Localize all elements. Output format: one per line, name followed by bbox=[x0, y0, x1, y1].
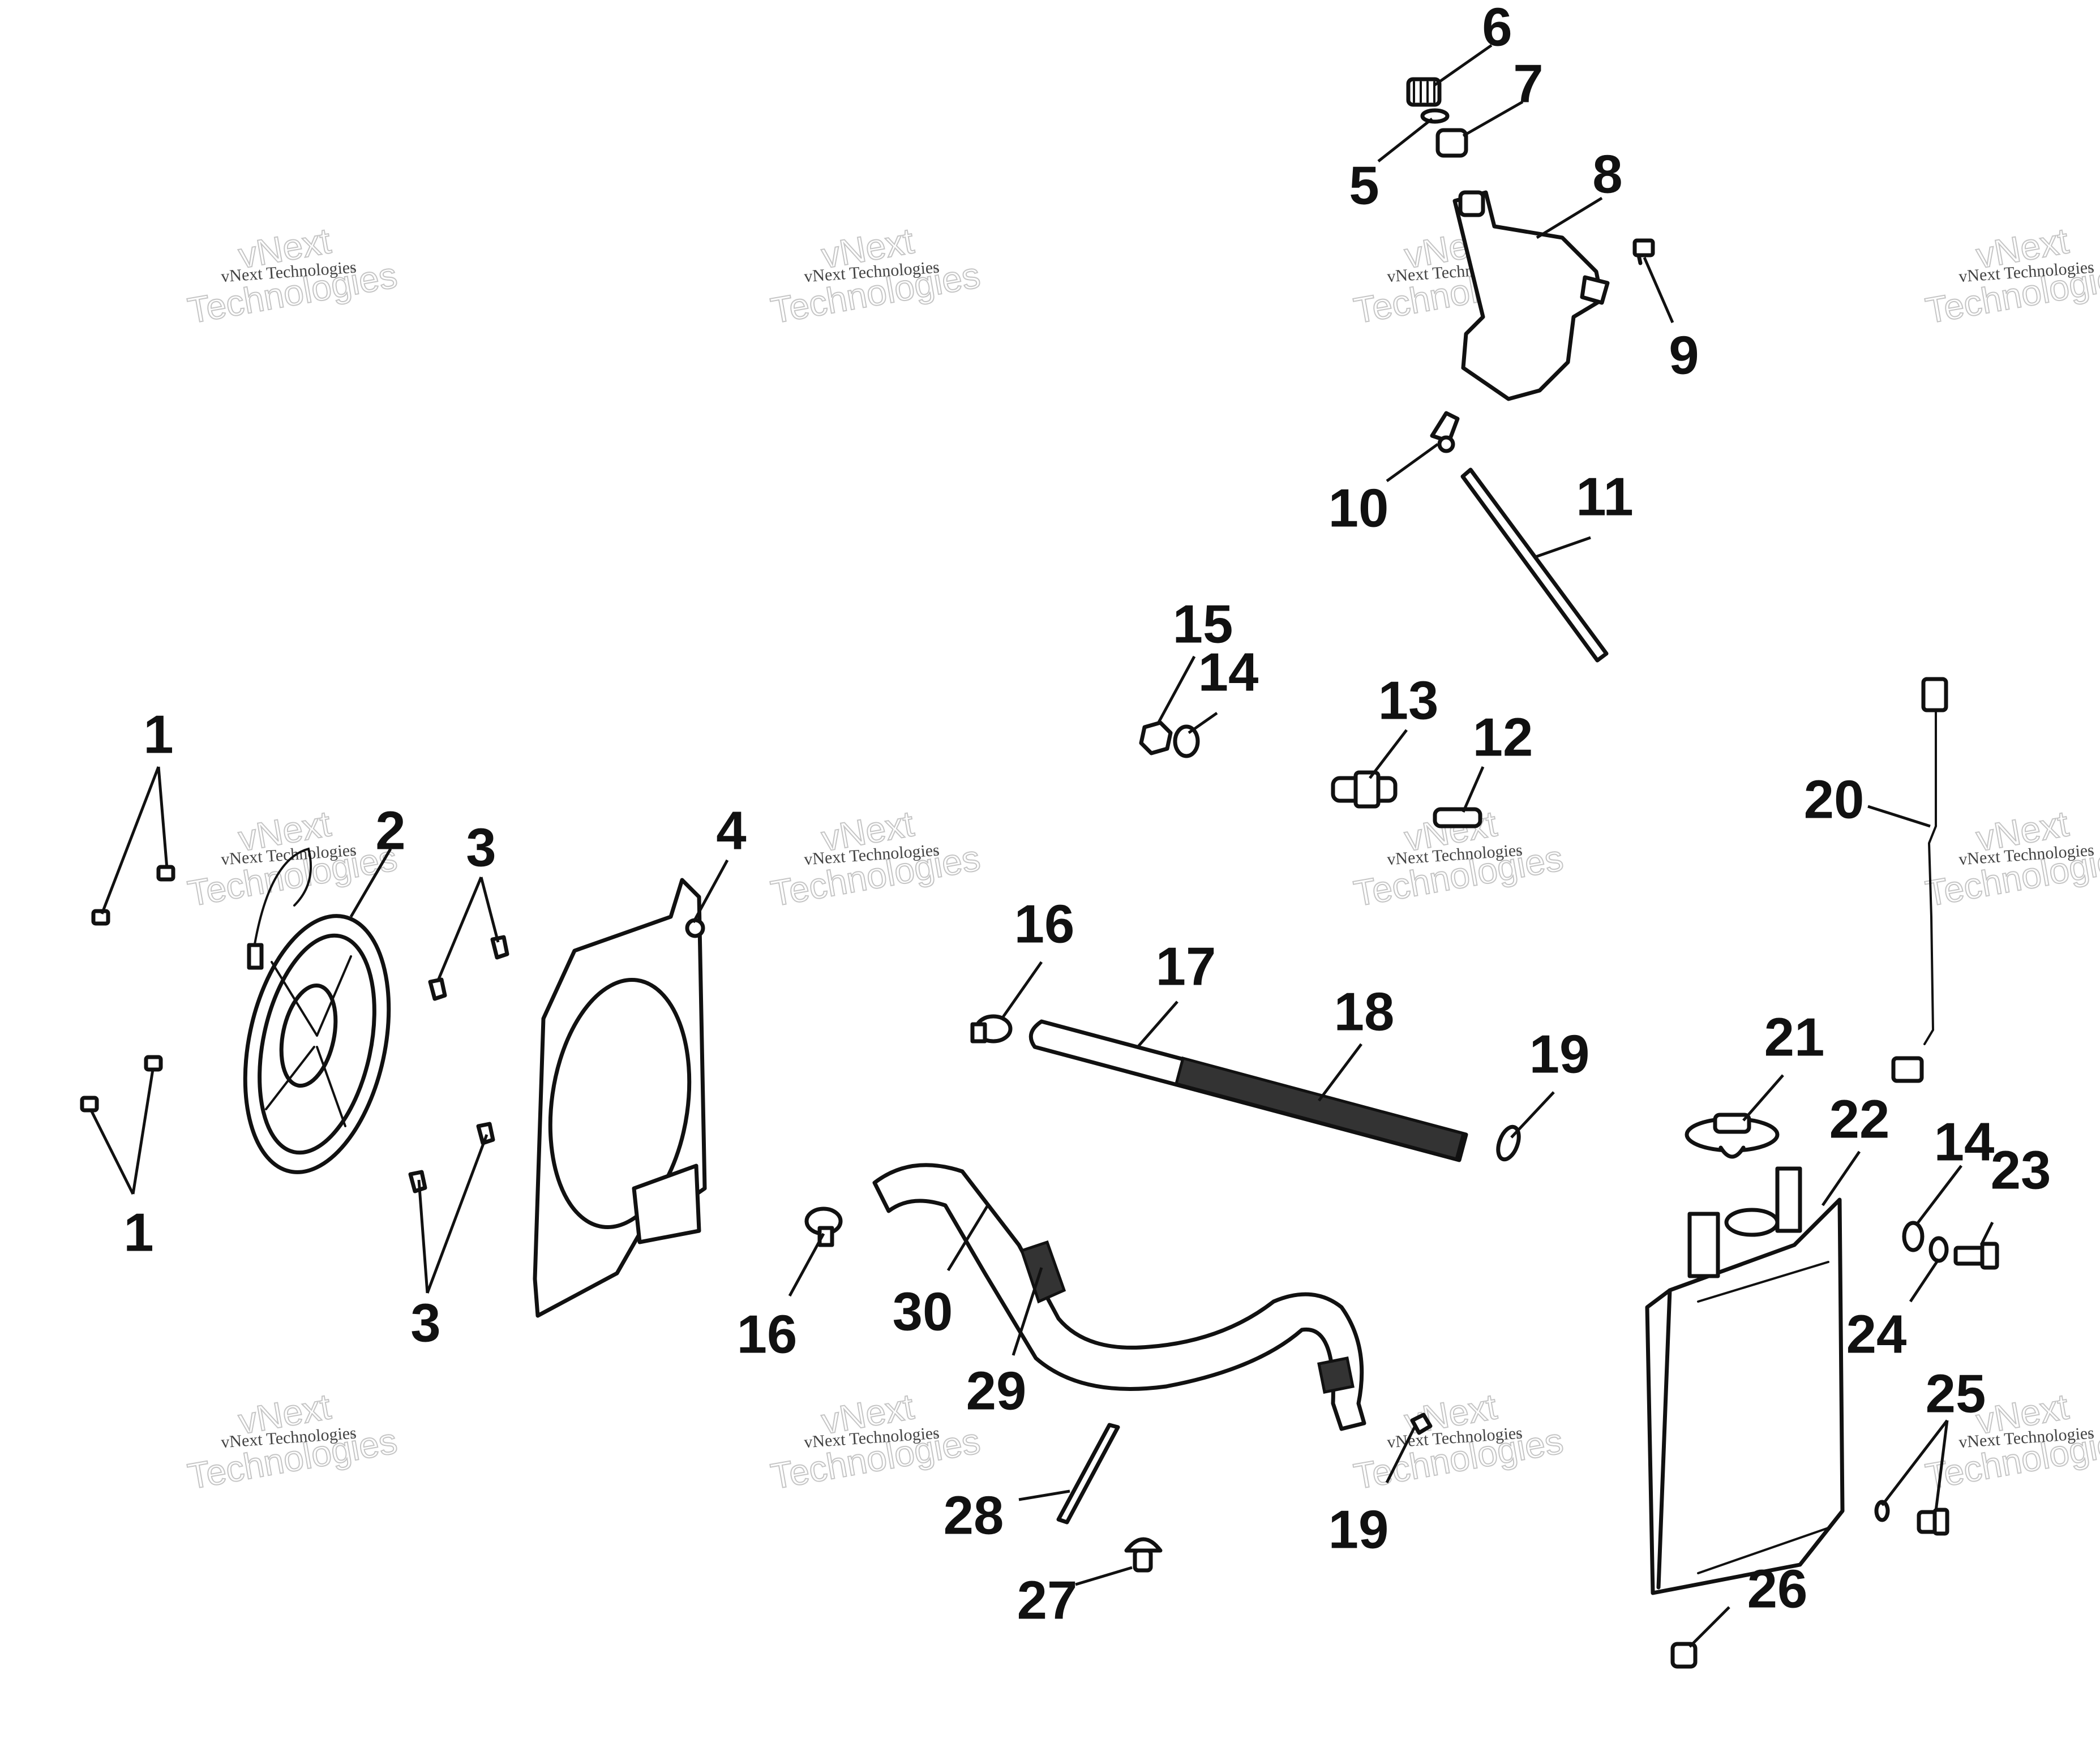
callout-6: 6 bbox=[1482, 0, 1512, 57]
part-drain-plug-25[interactable] bbox=[1874, 1500, 1949, 1536]
callout-28: 28 bbox=[944, 1485, 1004, 1545]
callout-15: 15 bbox=[1173, 594, 1233, 654]
callout-19: 19 bbox=[1529, 1024, 1590, 1084]
part-cable-tie-28[interactable] bbox=[1056, 1423, 1120, 1525]
watermark: vNext Technologies vNext Technologies bbox=[1350, 1385, 1566, 1497]
part-o-ring-5[interactable] bbox=[1420, 108, 1450, 124]
part-cap-6[interactable] bbox=[1406, 77, 1442, 107]
part-hose-sleeve-18[interactable] bbox=[1174, 1056, 1465, 1161]
callout-1: 1 bbox=[123, 1202, 153, 1263]
callout-14: 14 bbox=[1198, 642, 1259, 702]
callout-29: 29 bbox=[966, 1360, 1027, 1421]
part-plug-26[interactable] bbox=[1670, 1642, 1698, 1669]
callout-25: 25 bbox=[1926, 1363, 1986, 1424]
callout-5: 5 bbox=[1349, 155, 1379, 216]
part-grommet-13[interactable] bbox=[1331, 770, 1398, 809]
callout-10: 10 bbox=[1328, 478, 1389, 538]
part-spacer-12[interactable] bbox=[1433, 807, 1482, 828]
callout-22: 22 bbox=[1829, 1089, 1890, 1149]
watermark: vNext Technologies vNext Technologies bbox=[767, 1385, 983, 1497]
callout-2: 2 bbox=[375, 800, 405, 861]
callout-16: 16 bbox=[1014, 894, 1075, 954]
callout-26: 26 bbox=[1747, 1558, 1808, 1619]
part-nut-15[interactable] bbox=[1139, 720, 1173, 755]
part-hose-sleeve-29[interactable] bbox=[1019, 1240, 1355, 1394]
callout-13: 13 bbox=[1378, 670, 1439, 731]
callout-21: 21 bbox=[1764, 1007, 1825, 1067]
part-overflow-tube-11[interactable] bbox=[1460, 467, 1609, 663]
callout-23: 23 bbox=[1991, 1140, 2051, 1200]
callout-30: 30 bbox=[893, 1281, 953, 1342]
callout-24: 24 bbox=[1846, 1304, 1907, 1364]
part-screws-1[interactable] bbox=[80, 865, 175, 1113]
callout-11: 11 bbox=[1576, 466, 1633, 527]
callout-3: 3 bbox=[410, 1293, 440, 1353]
part-washer-14[interactable] bbox=[1173, 724, 1925, 1252]
callout-19: 19 bbox=[1328, 1499, 1389, 1560]
callout-9: 9 bbox=[1669, 325, 1699, 385]
part-lower-hose-30[interactable] bbox=[872, 1163, 1366, 1431]
callout-3: 3 bbox=[466, 817, 496, 878]
part-radiator-22[interactable] bbox=[1645, 1166, 1845, 1595]
watermark: vNext Technologies vNext Technologies bbox=[184, 220, 400, 332]
part-hose-clamp-16[interactable] bbox=[804, 1014, 1013, 1247]
callout-20: 20 bbox=[1804, 769, 1865, 830]
callout-16: 16 bbox=[737, 1304, 798, 1364]
callout-14: 14 bbox=[1934, 1111, 1995, 1172]
callout-1: 1 bbox=[143, 704, 173, 765]
watermark: vNext Technologies vNext Technologies bbox=[1922, 220, 2100, 332]
part-cooling-fan-2[interactable] bbox=[224, 847, 410, 1186]
part-reservoir-8[interactable] bbox=[1452, 190, 1610, 401]
watermark: vNext Technologies vNext Technologies bbox=[1922, 802, 2100, 914]
part-clamp-19[interactable] bbox=[1410, 1124, 1523, 1435]
callout-27: 27 bbox=[1017, 1570, 1078, 1630]
part-bolt-9[interactable] bbox=[1632, 238, 1655, 265]
callout-17: 17 bbox=[1156, 936, 1216, 997]
part-push-rivet-27[interactable] bbox=[1124, 1537, 1163, 1573]
part-lock-washer-24[interactable] bbox=[1928, 1236, 1949, 1263]
part-hose-fitting-10[interactable] bbox=[1430, 411, 1460, 453]
watermark: vNext Technologies vNext Technologies bbox=[184, 1385, 400, 1497]
part-bolt-23[interactable] bbox=[1953, 1242, 1999, 1270]
callout-12: 12 bbox=[1473, 707, 1533, 767]
callout-18: 18 bbox=[1334, 981, 1395, 1042]
part-fitting-7[interactable] bbox=[1435, 128, 1468, 158]
part-radiator-cap-21[interactable] bbox=[1685, 1113, 1780, 1159]
watermark: vNext Technologies vNext Technologies bbox=[767, 220, 983, 332]
part-fan-switch-wire-20[interactable] bbox=[1891, 677, 1948, 1083]
callout-labels: 1 1 2 3 3 4 5 6 7 8 9 10 11 12 13 14 15 … bbox=[123, 0, 2051, 1630]
watermark: vNext Technologies vNext Technologies bbox=[767, 802, 983, 914]
part-fan-shroud-4[interactable] bbox=[533, 878, 707, 1318]
callout-8: 8 bbox=[1592, 144, 1622, 204]
callout-7: 7 bbox=[1513, 53, 1543, 114]
part-clips-3[interactable] bbox=[408, 935, 509, 1193]
leader-lines bbox=[89, 44, 1994, 1648]
callout-4: 4 bbox=[716, 800, 746, 861]
